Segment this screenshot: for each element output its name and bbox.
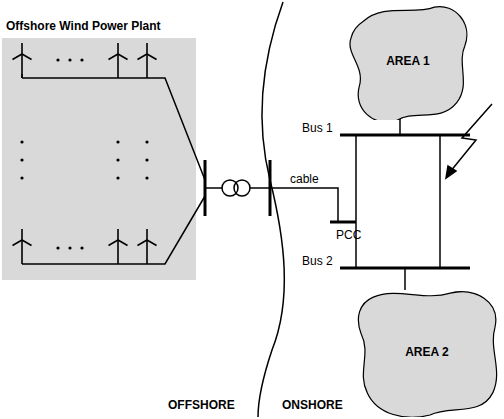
bus-label: Bus 2 [302,254,333,268]
region-label: OFFSHORE [168,398,235,412]
cable-label: cable [290,172,319,186]
wind-turbines [12,43,156,264]
plant-ground [2,38,196,280]
area-region: AREA 2 [352,286,502,417]
plant-title: Offshore Wind Power Plant [2,17,208,33]
plant-box: Offshore Wind Power Plant [2,17,208,280]
pcc-label: PCC [336,228,361,242]
area-name: AREA 1 [386,54,430,68]
repeat-dots [20,58,148,249]
area-region: AREA 1 [342,2,474,120]
area-name: AREA 2 [405,345,449,359]
region-label: ONSHORE [282,398,343,412]
bus-label: Bus 1 [302,121,333,135]
wiring [22,2,492,417]
